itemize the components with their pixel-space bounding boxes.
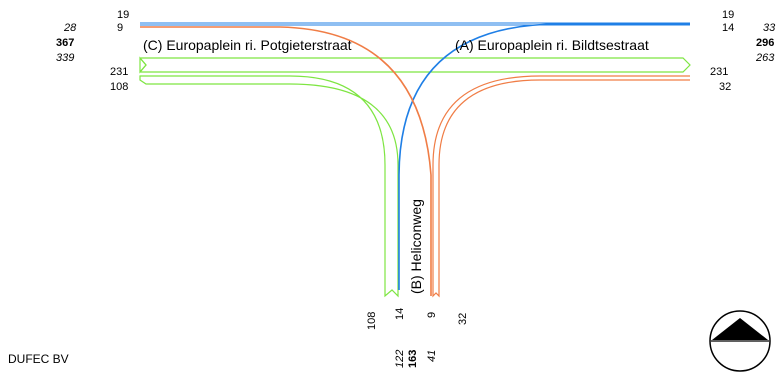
c-total-out: 339 (56, 52, 74, 64)
a-in-flow-1: 19 (722, 9, 734, 21)
arm-b-name: (B) Heliconweg (408, 199, 424, 294)
north-arrow-icon (709, 310, 771, 372)
b-total-out: 122 (394, 350, 406, 368)
a-out-flow-2: 32 (719, 81, 731, 93)
b-flow-2: 14 (394, 308, 406, 320)
a-total: 296 (756, 37, 774, 49)
arm-c-name: (C) Europaplein ri. Potgieterstraat (143, 37, 352, 53)
c-in-flow-1: 19 (117, 9, 129, 21)
arm-a-name: (A) Europaplein ri. Bildtsestraat (455, 37, 649, 53)
a-total-in: 33 (763, 22, 776, 34)
a-total-out: 263 (755, 52, 775, 64)
flow-band-c-b (139, 75, 399, 298)
c-out-flow-1: 231 (110, 66, 128, 78)
b-total: 163 (407, 350, 419, 368)
flow-band-a-b (432, 75, 690, 298)
a-out-flow-1: 231 (710, 66, 728, 78)
company-name: DUFEC BV (8, 352, 69, 366)
c-out-flow-2: 108 (110, 81, 128, 93)
c-total-in: 28 (63, 22, 77, 34)
flow-line-a-b (140, 22, 690, 290)
b-flow-3: 9 (426, 312, 438, 318)
b-total-in: 41 (426, 350, 438, 362)
b-flow-4: 32 (457, 313, 469, 325)
flow-line-c-b (140, 26, 432, 296)
b-flow-1: 108 (366, 312, 378, 330)
c-total: 367 (56, 37, 74, 49)
flow-band-c-a (139, 56, 691, 74)
c-in-flow-2: 9 (117, 22, 123, 34)
a-in-flow-2: 14 (722, 22, 734, 34)
